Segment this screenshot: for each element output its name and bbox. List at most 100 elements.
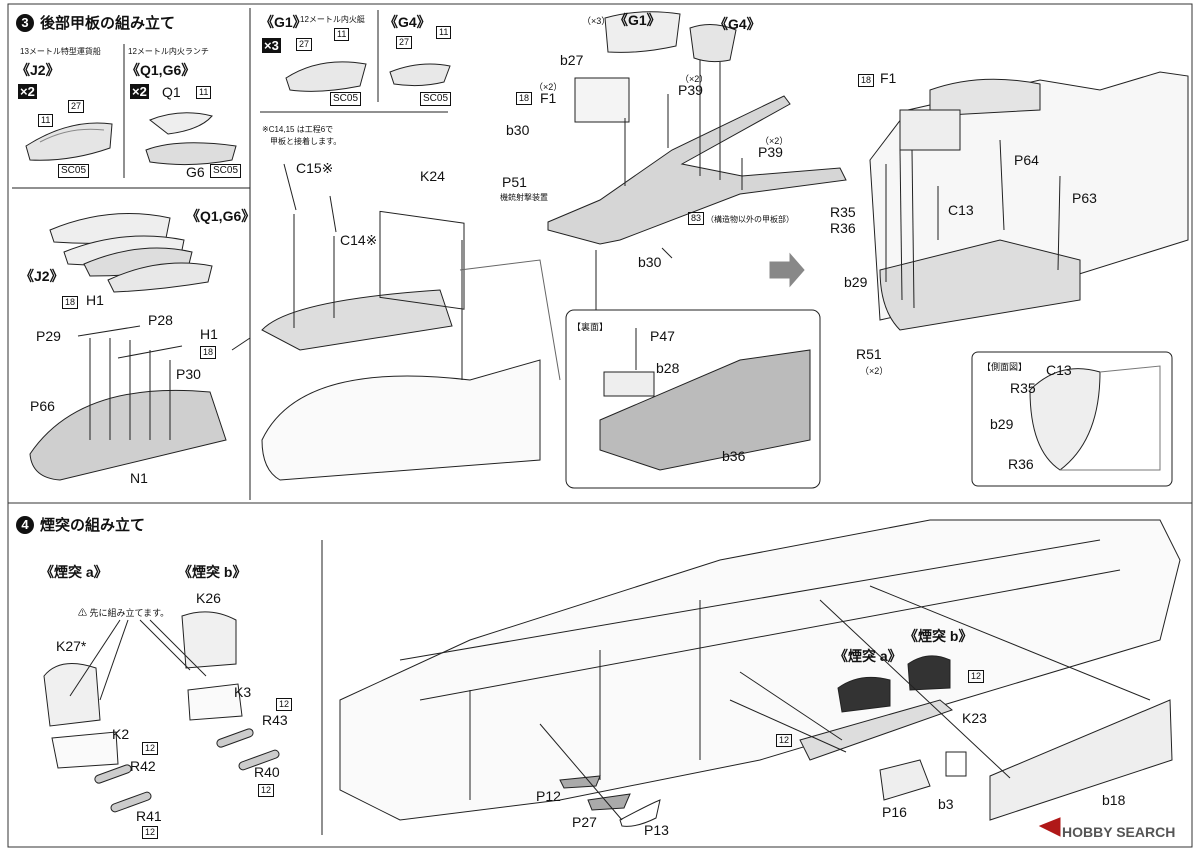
label-n1: N1: [130, 470, 148, 486]
label-b28: b28: [656, 360, 680, 376]
h-code-12-r40: 12: [258, 784, 275, 797]
top-x3: （×3）: [582, 16, 611, 26]
label-b36: b36: [722, 448, 746, 464]
label-r35: R35: [830, 204, 856, 220]
label-p64: P64: [1014, 152, 1039, 168]
label-k23: K23: [962, 710, 987, 726]
label-b30a: b30: [506, 122, 530, 138]
label-p51: P51: [502, 174, 527, 190]
label-p29: P29: [36, 328, 61, 344]
label-funnel-a: 《煙突 a》: [40, 564, 108, 580]
top-label-g1: 《G1》: [614, 12, 661, 28]
h-code-18-h1a: 18: [62, 296, 79, 309]
side-label-c13: C13: [1046, 362, 1072, 378]
note-c14-line1: ※C14,15 は工程6で: [262, 125, 334, 134]
qty-x2-j2: ×2: [18, 84, 37, 99]
watermark: HOBBY SEARCH: [1062, 824, 1176, 840]
h-code-18-f1: 18: [516, 92, 533, 105]
label-funnel-b: 《煙突 b》: [178, 564, 247, 580]
label-b3: b3: [938, 796, 954, 812]
label-b27: b27: [560, 52, 584, 68]
p39b-x2: （×2）: [760, 136, 789, 146]
step4-title: 煙突の組み立て: [40, 517, 146, 534]
label-q1g6: 《Q1,G6》: [126, 62, 196, 78]
label-p27: P27: [572, 814, 597, 830]
label-r51: R51: [856, 346, 882, 362]
label-p30: P30: [176, 366, 201, 382]
sc05-g4: SC05: [420, 92, 452, 106]
underside-title: 【裏面】: [572, 322, 609, 332]
step4-number: 4: [16, 515, 34, 534]
label-p39b: P39: [758, 144, 783, 160]
h-code-11-g4: 11: [436, 26, 452, 39]
label-c14: C14※: [340, 232, 378, 248]
stack-label-q1g6: 《Q1,G6》: [186, 208, 256, 224]
stack-label-j2: 《J2》: [20, 268, 64, 284]
h-code-27-g1: 27: [296, 38, 313, 51]
label-p13: P13: [644, 822, 669, 838]
h-code-12-funnel-b: 12: [968, 670, 985, 683]
label-k24: K24: [420, 168, 445, 184]
hull-label-funnel-a: 《煙突 a》: [834, 648, 902, 664]
note-c14-line2: 甲板と接着します。: [270, 137, 342, 146]
p51-caption: 機銃射撃装置: [500, 193, 548, 202]
h-code-18-h1b: 18: [200, 346, 217, 359]
label-k3: K3: [234, 684, 252, 700]
label-r42: R42: [130, 758, 156, 774]
label-g4: 《G4》: [384, 14, 431, 30]
step4-header: 4 煙突の組み立て: [16, 514, 145, 535]
label-r40: R40: [254, 764, 280, 780]
top-label-g4: 《G4》: [714, 16, 761, 32]
boat-q1g6-caption: 12メートル内火ランチ: [128, 47, 209, 56]
sc05-g1: SC05: [330, 92, 362, 106]
side-label-r35: R35: [1010, 380, 1036, 396]
side-view-title: 【側面図】: [982, 362, 1028, 372]
label-c15: C15※: [296, 160, 334, 176]
h-code-12-r42: 12: [142, 742, 159, 755]
h-code-12-r43: 12: [276, 698, 293, 711]
label-p39a: P39: [678, 82, 703, 98]
g1-caption: 12メートル内火艇: [300, 15, 365, 24]
label-r43: R43: [262, 712, 288, 728]
h-code-11-q1: 11: [196, 86, 212, 99]
boat-j2-caption: 13メートル特型運貨船: [20, 47, 101, 56]
label-f1: F1: [540, 90, 557, 106]
label-p28: P28: [148, 312, 173, 328]
label-r41: R41: [136, 808, 162, 824]
qty-x3-g1: ×3: [262, 38, 281, 53]
warning-note: ⚠ 先に組み立てます。: [78, 608, 170, 618]
label-p16: P16: [882, 804, 907, 820]
p39a-x2: （×2）: [680, 74, 709, 84]
step3-header: 3 後部甲板の組み立て: [16, 12, 175, 33]
h-code-83: 83: [688, 212, 705, 225]
qty-x2-q1g6: ×2: [130, 84, 149, 99]
hull-label-funnel-b: 《煙突 b》: [904, 628, 973, 644]
label-h1-left: H1: [86, 292, 104, 308]
label-h1-right: H1: [200, 326, 218, 342]
side-label-r36: R36: [1008, 456, 1034, 472]
label-p47: P47: [650, 328, 675, 344]
label-p66: P66: [30, 398, 55, 414]
sc05-j2: SC05: [58, 164, 90, 178]
label-q1: Q1: [162, 84, 181, 100]
label-k26: K26: [196, 590, 221, 606]
label-r36: R36: [830, 220, 856, 236]
label-g6: G6: [186, 164, 205, 180]
f1-x2: （×2）: [534, 82, 563, 92]
h-code-12-k23: 12: [776, 734, 793, 747]
h83-caption: （構造物以外の甲板部）: [706, 215, 794, 224]
side-label-b29: b29: [990, 416, 1014, 432]
label-k27: K27*: [56, 638, 87, 654]
label-p63: P63: [1072, 190, 1097, 206]
h-code-11-j2: 11: [38, 114, 54, 127]
step3-title: 後部甲板の組み立て: [40, 15, 176, 32]
r51-x2: （×2）: [860, 366, 889, 376]
h-code-18-right: 18: [858, 74, 875, 87]
label-b30b: b30: [638, 254, 662, 270]
h-code-11-g1: 11: [334, 28, 350, 41]
h-code-27-j2: 27: [68, 100, 85, 113]
label-f1-right: F1: [880, 70, 897, 86]
h-code-12-r41: 12: [142, 826, 159, 839]
label-b18: b18: [1102, 792, 1126, 808]
